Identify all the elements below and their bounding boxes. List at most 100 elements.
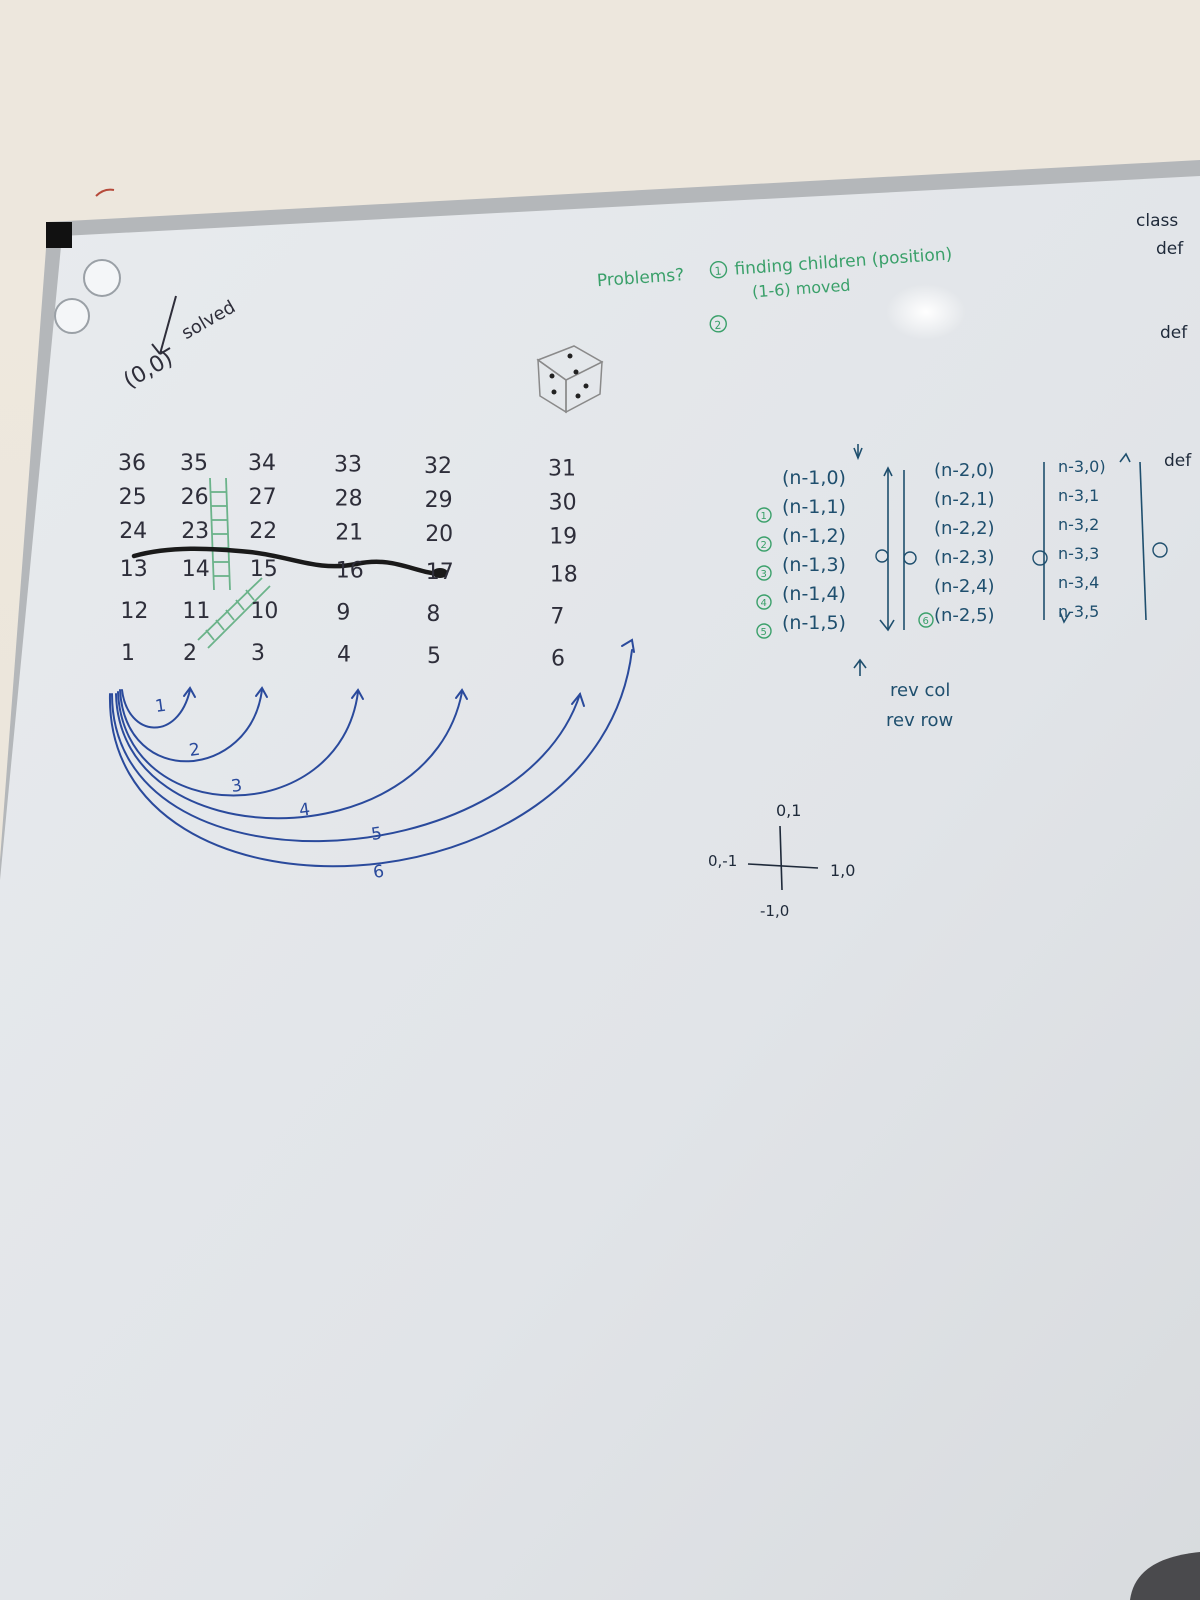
- grid-cell: 3: [251, 641, 265, 666]
- arrowhead-3: [351, 688, 364, 700]
- grid-cell: 17: [426, 560, 454, 585]
- coord-cell: (n-1,1): [782, 496, 846, 518]
- grid-cell: 36: [118, 451, 146, 476]
- snake-line: [131, 546, 443, 577]
- coord-badge-circle: [756, 623, 772, 639]
- wall-mark: [95, 188, 115, 197]
- coord-brackets: [853, 444, 1147, 632]
- coord-cell: (n-1,4): [782, 583, 846, 605]
- coord-cell: (n-2,5): [934, 605, 995, 626]
- grid-cell: 1: [121, 641, 135, 666]
- coord-cell: n-3,1: [1058, 486, 1099, 505]
- coord-cell: (n-2,1): [934, 489, 995, 510]
- coord-cell: n-3,2: [1058, 515, 1099, 534]
- coord-badge-circle: [756, 536, 772, 552]
- rev-arrow: [853, 658, 867, 676]
- axes-sketch: [747, 825, 819, 891]
- coord-column-2-badges: 6: [918, 612, 934, 628]
- coord-cell: (n-1,3): [782, 554, 846, 576]
- ladder-upper: [209, 477, 231, 591]
- coord-badge: 3: [761, 569, 767, 580]
- grid-cell: 13: [120, 557, 148, 582]
- coord-badge-circle: [918, 612, 934, 628]
- eraser-object: [1130, 1552, 1200, 1600]
- arrowhead-2: [255, 686, 268, 698]
- rev-col-note: rev col: [890, 680, 950, 701]
- move-arc-label: 6: [372, 862, 386, 883]
- coord-column-3: n-3,0)n-3,1n-3,2n-3,3n-3,4n-3,5: [1058, 457, 1106, 621]
- grid-cell: 7: [550, 605, 564, 630]
- move-arc-2: [119, 689, 263, 763]
- coord-cell: (n-1,0): [782, 467, 846, 489]
- grid-cell: 16: [336, 559, 364, 584]
- axis-left-label: 0,-1: [708, 852, 737, 870]
- grid-cell: 10: [250, 599, 278, 624]
- grid-cell: 4: [337, 643, 351, 668]
- coord-badge-circle: [756, 565, 772, 581]
- arrowhead-6: [621, 638, 635, 653]
- coord-badge: 2: [761, 540, 767, 551]
- grid-cell: 25: [119, 485, 147, 510]
- coord-cell: (n-1,2): [782, 525, 846, 547]
- grid-cell: 35: [180, 451, 208, 476]
- solved-arrow: [151, 295, 177, 355]
- board-surface: [0, 176, 1200, 1600]
- magnets: [54, 259, 121, 334]
- move-arcs: [108, 638, 635, 868]
- coord-cell: (n-2,3): [934, 547, 995, 568]
- grid-cell: 22: [249, 519, 277, 544]
- coord-badge-circle: [756, 507, 772, 523]
- code-line: class: [1136, 211, 1178, 231]
- code-line: def: [1160, 323, 1188, 343]
- move-arc-label: 5: [370, 824, 384, 845]
- grid-cell: 28: [335, 487, 363, 512]
- grid-cell: 6: [551, 647, 565, 672]
- move-arc-label: 3: [230, 776, 244, 797]
- grid-cell: 11: [182, 599, 210, 624]
- arrowhead-5: [571, 691, 585, 707]
- move-arc-label: 1: [154, 696, 168, 717]
- dice-sketch: [536, 345, 604, 414]
- coord-badge-circle: [756, 594, 772, 610]
- problem-1-number: 1: [714, 265, 722, 278]
- grid-cell: 2: [183, 641, 197, 666]
- axis-up-label: 0,1: [776, 801, 801, 820]
- grid-cell: 5: [427, 644, 441, 669]
- coord-badge: 4: [761, 598, 767, 609]
- coord-badge: 6: [923, 616, 929, 627]
- coord-cell: n-3,3: [1058, 544, 1099, 563]
- arrowhead-1: [183, 686, 196, 698]
- coord-cell: (n-1,5): [782, 612, 846, 634]
- coord-badge: 1: [761, 511, 767, 522]
- move-arc-label: 4: [298, 800, 312, 821]
- coord-cell: n-3,4: [1058, 573, 1099, 592]
- coord-column-1-badges: 1 2 3 4 5: [756, 507, 772, 639]
- rev-row-note: rev row: [886, 710, 953, 731]
- coord-column-1: (n-1,0) (n-1,1) (n-1,2) (n-1,3) (n-1,4) (n-1,…: [782, 467, 846, 634]
- ladder-lower: [197, 577, 271, 649]
- grid-cell: 33: [334, 453, 362, 478]
- coord-cell: (n-2,0): [934, 460, 995, 481]
- light-glare: [886, 284, 966, 340]
- axis-right-label: 1,0: [830, 861, 855, 880]
- grid-cell: 31: [548, 457, 576, 482]
- arrowhead-4: [455, 688, 468, 700]
- coord-badge: 5: [761, 627, 767, 638]
- axis-down-label: -1,0: [760, 902, 789, 920]
- move-arc-1: [121, 689, 191, 729]
- grid-cell: 14: [182, 557, 210, 582]
- move-arc-6: [108, 649, 633, 868]
- grid-cell: 20: [425, 522, 453, 547]
- grid-cell: 32: [424, 454, 452, 479]
- grid-cell: 26: [181, 485, 209, 510]
- grid-cell: 30: [549, 491, 577, 516]
- coord-cell: n-3,5: [1058, 602, 1099, 621]
- snake-head: [432, 568, 448, 578]
- move-arc-label: 2: [188, 740, 202, 761]
- grid-cell: 29: [425, 488, 453, 513]
- grid-cell: 9: [336, 601, 350, 626]
- grid-cell: 24: [119, 519, 147, 544]
- coord-cell: (n-2,2): [934, 518, 995, 539]
